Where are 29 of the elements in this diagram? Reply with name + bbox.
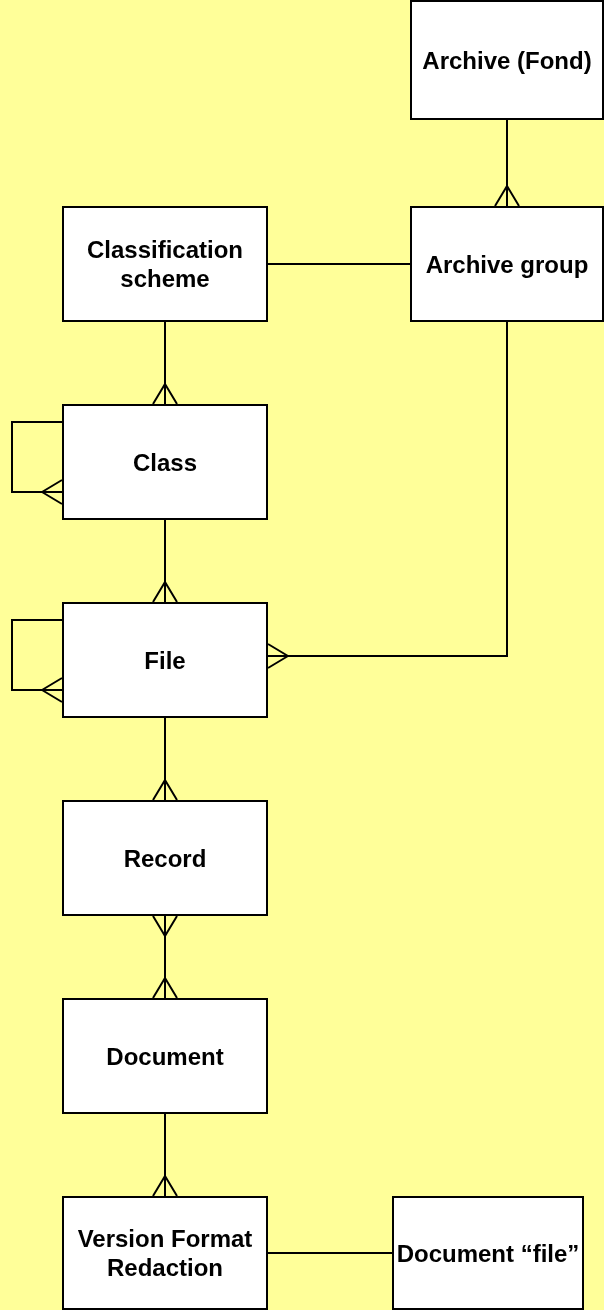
entity-box: [62, 998, 268, 1114]
entity-box: [62, 602, 268, 718]
connector-line: [152, 519, 178, 603]
entity-name: Document: [106, 1041, 224, 1071]
entity-box: [62, 800, 268, 916]
entity-name: Classification scheme: [85, 235, 244, 293]
entity-name: File: [144, 645, 186, 675]
entity-box: [62, 1196, 268, 1310]
entity-box: [62, 404, 268, 520]
connector-line: [11, 421, 63, 505]
entity-box: [410, 206, 604, 322]
entity-name: Record: [123, 843, 207, 873]
connector-line: [267, 263, 411, 265]
entity-box: [62, 206, 268, 322]
entity-name: Document “file”: [396, 1238, 580, 1268]
connector-line: [152, 1113, 178, 1197]
entity-box: [410, 0, 604, 120]
entity-name: Archive group: [425, 249, 589, 279]
connector-line: [152, 915, 178, 999]
connector-line: [152, 717, 178, 801]
connector-line: [494, 119, 520, 207]
entity-box: [392, 1196, 584, 1310]
connector-line: [11, 619, 63, 703]
entity-name: Class: [132, 447, 197, 477]
connector-line: [267, 1252, 393, 1254]
entity-name: Version Format Redaction: [76, 1224, 254, 1282]
connector-line: [267, 321, 508, 669]
entity-name: Archive (Fond): [422, 45, 592, 75]
connector-line: [152, 321, 178, 405]
